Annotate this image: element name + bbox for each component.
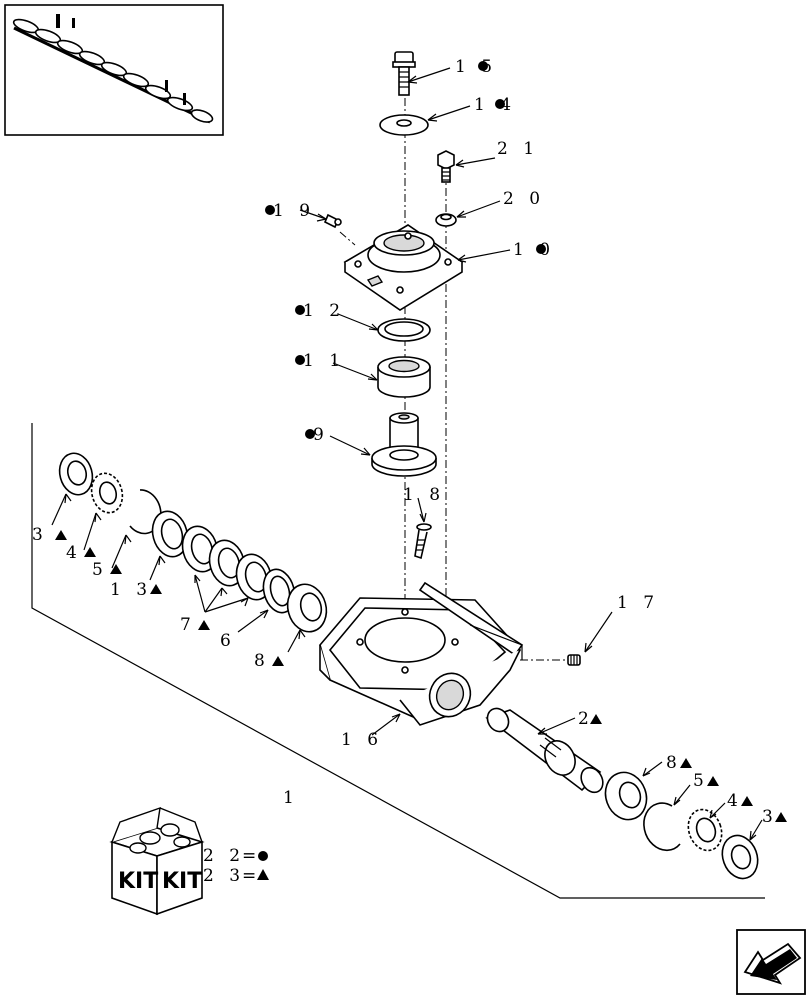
part-label-4-left[interactable]: 4 (66, 543, 82, 563)
kit-22-circle-icon (495, 99, 505, 109)
part-label-17[interactable]: 1 7 (617, 593, 659, 613)
kit-23-triangle-icon (680, 758, 692, 768)
part-label-16[interactable]: 1 6 (341, 730, 383, 750)
part-label-11[interactable]: 1 1 (303, 351, 345, 371)
legend-kit-23-equals: = (242, 866, 261, 886)
kit-23-triangle-icon (84, 547, 96, 557)
washer-3-left[interactable] (55, 450, 97, 499)
washer-14[interactable] (379, 114, 429, 136)
back-arrow-button[interactable] (736, 929, 806, 995)
bearing-8-left[interactable] (282, 580, 331, 636)
legend-kit-22-label: 2 2 (203, 846, 245, 866)
seal-ring-12[interactable] (377, 318, 431, 342)
part-labels: 1 5 1 4 2 1 2 0 1 9 1 0 1 2 1 1 9 1 8 3 … (32, 57, 778, 827)
bolt-21[interactable] (437, 150, 455, 183)
part-label-7[interactable]: 7 (180, 615, 196, 635)
part-label-6[interactable]: 6 (220, 631, 236, 651)
kit-22-circle-icon (265, 205, 275, 215)
arrow-back-icon (743, 942, 802, 985)
assembly-bracket-1 (31, 423, 765, 899)
kit-22-circle-icon (295, 305, 305, 315)
kit-23-triangle-icon (272, 656, 284, 666)
bearing-11[interactable] (377, 356, 431, 398)
overview-thumbnail[interactable] (4, 4, 224, 136)
kit-23-triangle-icon (707, 776, 719, 786)
kit-symbols (55, 61, 787, 822)
kit-23-triangle-icon (198, 620, 210, 630)
kit-label-left: KIT (118, 869, 158, 894)
kit-23-triangle-icon (110, 564, 122, 574)
bearing-housing-10[interactable] (343, 224, 464, 311)
kit-23-triangle-icon (590, 714, 602, 724)
kit-legend: KIT KIT 2 2 = 2 3 = (109, 806, 269, 916)
legend-kit-23-label: 2 3 (203, 866, 245, 886)
part-label-19[interactable]: 1 9 (273, 201, 315, 221)
fitting-axis-line (339, 231, 356, 246)
cutterbar-thumbnail-image (12, 14, 214, 124)
kit-22-circle-icon (295, 355, 305, 365)
part-label-12[interactable]: 1 2 (303, 301, 345, 321)
bearing-8-right[interactable] (599, 767, 653, 826)
washer-3-right[interactable] (717, 831, 764, 884)
kit-box-icon: KIT KIT (109, 806, 205, 916)
part-label-8-right[interactable]: 8 (666, 753, 682, 773)
part-label-10[interactable]: 1 0 (513, 240, 555, 260)
part-label-3-right[interactable]: 3 (762, 807, 778, 827)
kit-23-triangle-icon (150, 584, 162, 594)
kit-22-circle-icon (305, 429, 315, 439)
nut-20[interactable] (435, 213, 457, 227)
part-label-21[interactable]: 2 1 (497, 139, 539, 159)
kit-23-triangle-icon (55, 530, 67, 540)
part-label-5-left[interactable]: 5 (92, 560, 108, 580)
lock-washer-4-right[interactable] (683, 805, 727, 855)
part-label-9[interactable]: 9 (313, 425, 329, 445)
kit-23-triangle-icon (741, 796, 753, 806)
spindle-shaft-9[interactable] (371, 412, 437, 477)
kit-22-circle-icon (478, 61, 488, 71)
legend-kit-22-equals: = (242, 846, 261, 866)
grease-fitting-19[interactable] (323, 213, 342, 229)
shim-13[interactable] (148, 507, 193, 560)
bolt-18[interactable] (414, 523, 432, 560)
kit-22-circle-icon (536, 244, 546, 254)
part-label-15[interactable]: 1 5 (455, 57, 497, 77)
part-label-4-right[interactable]: 4 (727, 791, 743, 811)
part-label-8-left[interactable]: 8 (254, 651, 270, 671)
kit-23-triangle-icon (775, 812, 787, 822)
part-label-20[interactable]: 2 0 (503, 189, 545, 209)
plug-17[interactable] (567, 654, 581, 666)
kit-22-circle-icon (258, 851, 268, 861)
part-label-3-left[interactable]: 3 (32, 525, 48, 545)
part-label-2[interactable]: 2 (578, 709, 594, 729)
part-label-5-right[interactable]: 5 (693, 771, 709, 791)
kit-23-triangle-icon (257, 869, 269, 880)
seal-6[interactable] (259, 566, 299, 616)
gearbox-housing-16[interactable] (319, 581, 524, 726)
part-label-18[interactable]: 1 8 (403, 485, 445, 505)
drive-shaft-2[interactable] (483, 705, 607, 797)
bolt-15[interactable] (392, 51, 416, 96)
part-label-13[interactable]: 1 3 (110, 580, 152, 600)
snap-ring-5-right[interactable] (643, 802, 681, 852)
kit-label-right: KIT (162, 869, 202, 894)
part-label-14[interactable]: 1 4 (474, 95, 516, 115)
part-label-1[interactable]: 1 (283, 788, 299, 808)
leader-lines (51, 67, 763, 841)
lock-washer-4-left[interactable] (87, 470, 126, 516)
